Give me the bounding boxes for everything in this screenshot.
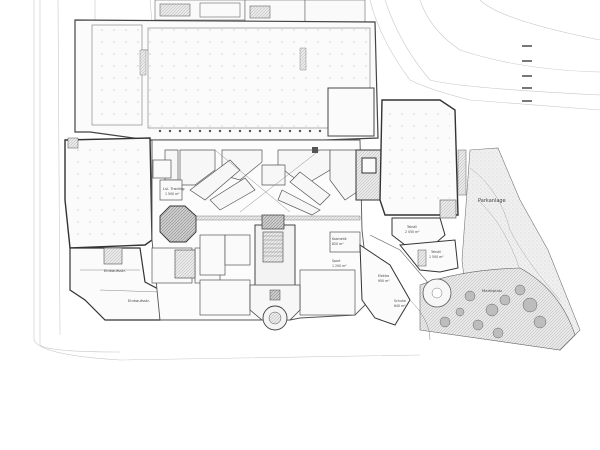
- label-park: Parkanlage: [478, 198, 506, 204]
- main-building: [64, 19, 467, 331]
- central-atrium: [249, 214, 301, 331]
- park-area: [409, 147, 581, 351]
- label-unit-c: Kosmetik: [332, 237, 347, 241]
- label-unit-f-area: 640 m²: [394, 304, 406, 308]
- label-unit-a: Tekstil: [406, 225, 417, 229]
- label-unit-b: Tekstil: [430, 250, 441, 254]
- label-unit-b-area: 1 500 m²: [429, 255, 444, 259]
- parking-marks: [522, 45, 532, 102]
- label-tl-store-area: 1 500 m²: [165, 192, 180, 196]
- label-unit-e: Elektro: [378, 274, 389, 278]
- label-unit-a-area: 2 050 m²: [405, 230, 420, 234]
- label-left-a: Einkaufsstr.: [104, 268, 126, 273]
- label-plaza: Marktplatz: [482, 288, 502, 293]
- top-buildings: [154, 0, 366, 26]
- label-unit-d: Sport: [332, 259, 341, 263]
- label-left-b: Einkaufsstr.: [128, 298, 150, 303]
- label-unit-f: Schuhe: [394, 299, 406, 303]
- site-streets: [33, 0, 600, 361]
- label-unit-c-area: 820 m²: [332, 242, 344, 246]
- label-unit-e-area: 950 m²: [378, 279, 390, 283]
- label-tl-store: Lsl. Trading: [163, 186, 185, 191]
- plan-labels: Lsl. Trading 1 500 m² Einkaufsstr. Einka…: [104, 186, 506, 308]
- label-unit-d-area: 1 200 m²: [332, 264, 347, 268]
